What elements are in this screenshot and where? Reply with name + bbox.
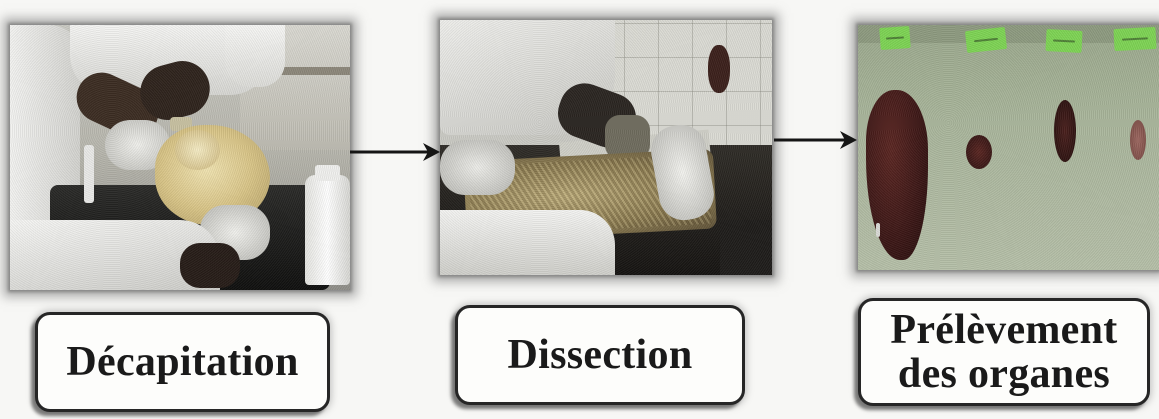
- step-label-text: Décapitation: [66, 340, 298, 384]
- spleen: [1054, 100, 1076, 162]
- organ-label-tag: [879, 26, 910, 50]
- step-label-dissection: Dissection: [455, 305, 745, 405]
- step-label-line-2: des organes: [898, 352, 1110, 396]
- bench-corner: [720, 220, 772, 275]
- organ-label-tag: [1045, 29, 1082, 53]
- gloved-hand: [440, 140, 515, 195]
- step-label-text: Dissection: [508, 333, 693, 377]
- photo-decapitation: [10, 25, 350, 290]
- arrow-decapitation-to-dissection: [350, 143, 440, 161]
- photo-dissection: [440, 20, 772, 275]
- instrument: [84, 145, 94, 203]
- step-label-prelevement: Prélèvement des organes: [858, 298, 1150, 406]
- step-label-line-1: Prélèvement: [890, 308, 1117, 352]
- bottle: [305, 175, 350, 285]
- liver-reflection: [876, 223, 880, 237]
- lab-coat-sleeve: [440, 210, 615, 275]
- organ-label-tag: [965, 27, 1007, 53]
- forearm: [180, 243, 240, 288]
- organ-sample: [708, 45, 730, 93]
- small-organ: [1130, 120, 1146, 160]
- step-label-decapitation: Décapitation: [35, 312, 330, 412]
- arrow-dissection-to-prelevement: [774, 131, 857, 149]
- rat-head: [175, 130, 220, 170]
- lab-coat-top-right: [225, 25, 285, 87]
- organ-label-tag: [1113, 27, 1156, 51]
- photo-organs: [858, 25, 1159, 270]
- bottle-cap: [315, 165, 340, 181]
- kidney: [966, 135, 992, 169]
